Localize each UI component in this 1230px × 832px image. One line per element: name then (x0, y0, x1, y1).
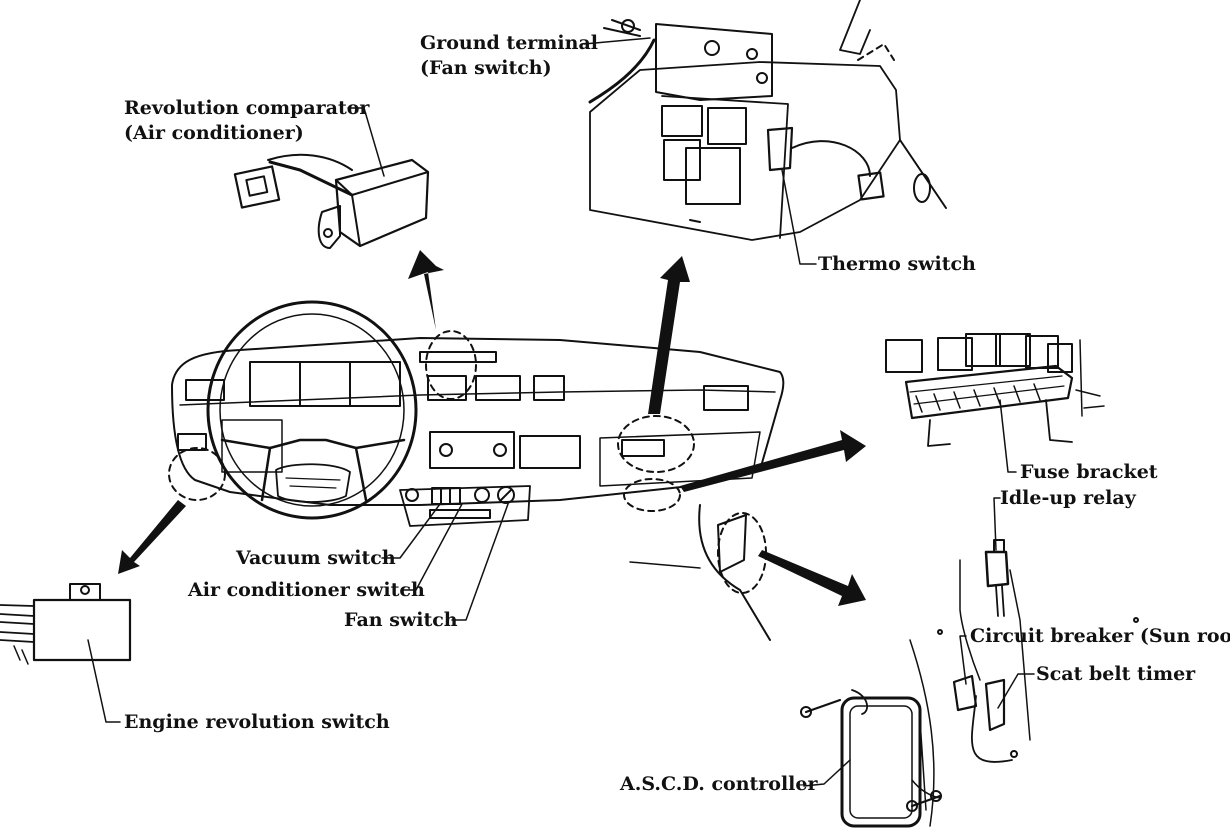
label-revolution-comparator: Revolution comparator (124, 97, 370, 119)
label-ground-terminal: Ground terminal (420, 32, 598, 54)
label-thermo-switch: Thermo switch (818, 253, 976, 275)
label-circuit-breaker: Circuit breaker (Sun roof) (970, 625, 1230, 647)
dashboard (171, 300, 785, 641)
ground-thermo-drawing (588, 0, 947, 241)
label-engine-revolution-switch: Engine revolution switch (124, 711, 390, 733)
underdash-components-drawing (800, 539, 1139, 828)
fuse-bracket-drawing (885, 333, 1105, 447)
label-ground-terminal-sub: (Fan switch) (420, 57, 552, 79)
label-revolution-comparator-sub: (Air conditioner) (124, 122, 304, 144)
label-ascd-controller: A.S.C.D. controller (620, 773, 818, 795)
label-fan-switch: Fan switch (344, 609, 458, 631)
pointer-arrows (118, 250, 866, 606)
label-air-conditioner-switch: Air conditioner switch (188, 579, 425, 601)
engine-revolution-switch-drawing (0, 583, 132, 665)
label-seat-belt-timer: Scat belt timer (1036, 663, 1196, 685)
label-idle-up-relay: Idle-up relay (1000, 487, 1136, 509)
leader-lines (87, 37, 1035, 787)
label-vacuum-switch: Vacuum switch (236, 547, 396, 569)
label-fuse-bracket: Fuse bracket (1020, 461, 1158, 483)
revolution-comparator-drawing (233, 153, 430, 249)
